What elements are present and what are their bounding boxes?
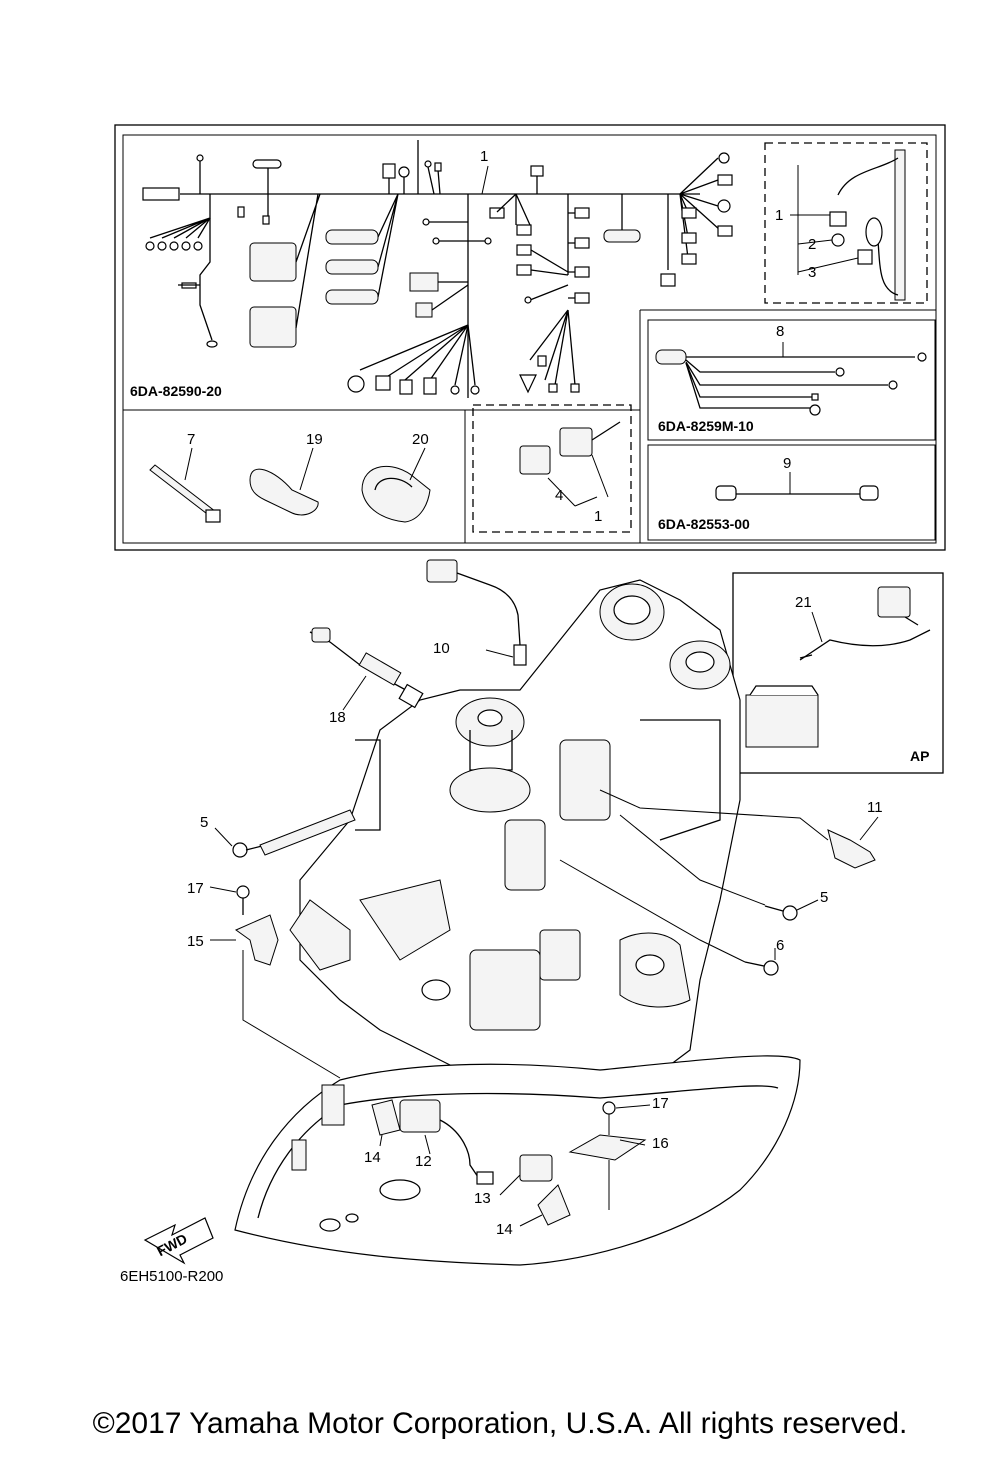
callout-1-inset: 1 bbox=[775, 207, 783, 224]
knock-sensor-18 bbox=[309, 627, 424, 711]
callout-9: 9 bbox=[783, 455, 791, 472]
callout-11: 11 bbox=[867, 799, 883, 816]
ap-label: AP bbox=[910, 748, 929, 764]
clamp-20 bbox=[361, 447, 431, 523]
ignition-coil-lead-inset bbox=[790, 149, 906, 301]
switch-12-grommet-14 bbox=[371, 1099, 494, 1185]
callout-3: 3 bbox=[808, 264, 816, 281]
cap-13-grommet-14 bbox=[499, 1154, 571, 1227]
connector-kit-4 bbox=[519, 421, 621, 507]
callout-10: 10 bbox=[433, 640, 450, 657]
callout-17-b: 17 bbox=[652, 1095, 669, 1112]
clip-15-bolt-17 bbox=[209, 885, 341, 1079]
part-code-sub-harness-9: 6DA-82553-00 bbox=[658, 516, 750, 532]
callout-labels: 1 1 2 3 1 4 7 8 9 10 11 12 13 14 14 15 1… bbox=[187, 148, 883, 1238]
temperature-sensor-10 bbox=[426, 559, 527, 666]
callout-18: 18 bbox=[329, 709, 346, 726]
callout-19: 19 bbox=[306, 431, 323, 448]
engine-block bbox=[289, 579, 741, 1091]
callout-14-a: 14 bbox=[364, 1149, 381, 1166]
callout-20: 20 bbox=[412, 431, 429, 448]
callout-4: 4 bbox=[555, 487, 563, 504]
sub-harness-9 bbox=[715, 472, 879, 501]
part-code-sub-harness-8: 6DA-8259M-10 bbox=[658, 418, 754, 434]
bolt-5-right bbox=[619, 814, 819, 921]
callout-12: 12 bbox=[415, 1153, 432, 1170]
callout-5-left: 5 bbox=[200, 814, 208, 831]
callout-7: 7 bbox=[187, 431, 195, 448]
bottom-cowling bbox=[234, 1055, 801, 1266]
callout-5-right: 5 bbox=[820, 889, 828, 906]
callout-8: 8 bbox=[776, 323, 784, 340]
fwd-arrow bbox=[143, 1217, 214, 1265]
cable-tie-7 bbox=[149, 447, 221, 523]
page-reference-code: 6EH5100-R200 bbox=[120, 1268, 223, 1285]
kit-panel-frame bbox=[114, 124, 946, 551]
bracket-16-bolt-17 bbox=[568, 1101, 651, 1210]
ap-accessory-box bbox=[732, 572, 944, 774]
part-code-main-harness: 6DA-82590-20 bbox=[130, 383, 222, 399]
callout-1-connector: 1 bbox=[594, 508, 602, 525]
callout-16: 16 bbox=[652, 1135, 669, 1152]
pressure-sensor-11 bbox=[599, 789, 879, 869]
main-wire-harness bbox=[142, 140, 733, 398]
copyright-notice: ©2017 Yamaha Motor Corporation, U.S.A. A… bbox=[92, 1407, 908, 1440]
callout-1-main: 1 bbox=[480, 148, 488, 165]
bolt-6 bbox=[559, 859, 779, 976]
callout-6: 6 bbox=[776, 937, 784, 954]
exploded-parts-diagram: 1 1 2 3 1 4 7 8 9 10 11 12 13 14 14 15 1… bbox=[114, 124, 946, 1285]
callout-15: 15 bbox=[187, 933, 204, 950]
bolt-5-left bbox=[214, 809, 356, 858]
clamp-19 bbox=[249, 447, 319, 516]
callout-21: 21 bbox=[795, 594, 812, 611]
callout-2: 2 bbox=[808, 236, 816, 253]
callout-14-b: 14 bbox=[496, 1221, 513, 1238]
sub-harness-8 bbox=[655, 342, 927, 416]
callout-17-a: 17 bbox=[187, 880, 204, 897]
part-code-labels: 6DA-82590-20 6DA-8259M-10 6DA-82553-00 A… bbox=[120, 383, 929, 1285]
callout-13: 13 bbox=[474, 1190, 491, 1207]
